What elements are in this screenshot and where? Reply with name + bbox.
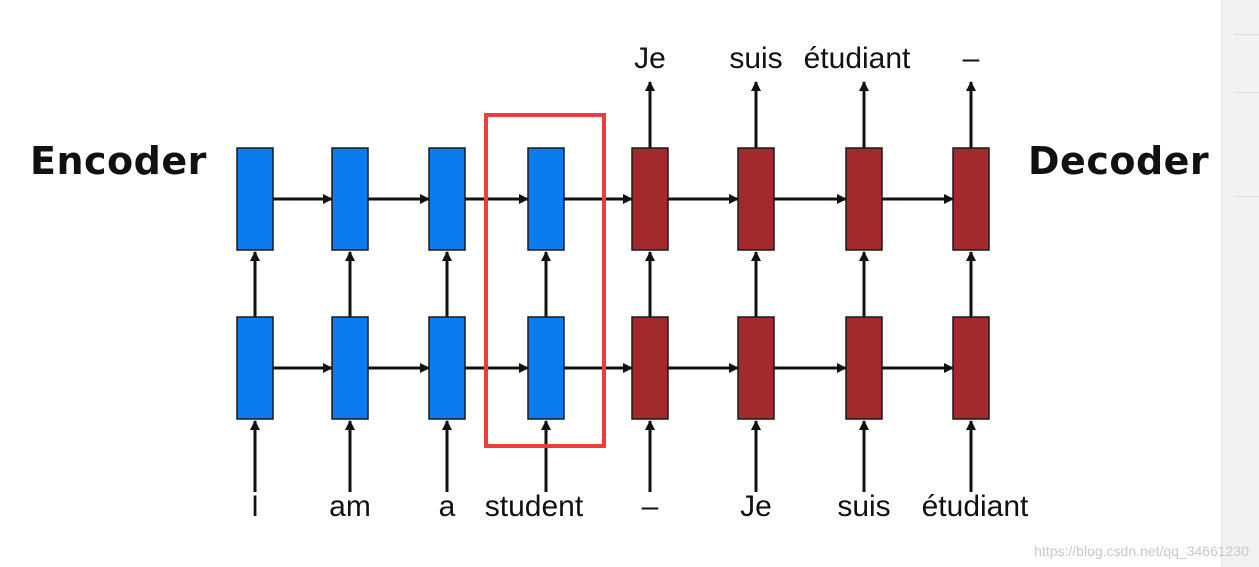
rnn-cells bbox=[236, 147, 990, 420]
encoder-cell-r1-c4 bbox=[527, 147, 565, 251]
input-word-2: a bbox=[439, 490, 456, 523]
input-word-7: étudiant bbox=[922, 490, 1029, 523]
input-word-6: suis bbox=[837, 490, 890, 523]
encoder-cell-r2-c2 bbox=[331, 316, 369, 420]
decoder-cell-r1-c6 bbox=[737, 147, 775, 251]
output-word-0: Je bbox=[634, 42, 666, 75]
output-word-2: étudiant bbox=[804, 42, 911, 75]
output-word-3: – bbox=[963, 42, 980, 75]
decoder-label: Decoder bbox=[1028, 139, 1209, 183]
connection-arrows bbox=[250, 81, 976, 492]
scrollbar-divider bbox=[1234, 34, 1259, 35]
input-word-3: student bbox=[485, 490, 584, 523]
decoder-cell-r1-c5 bbox=[631, 147, 669, 251]
seq2seq-diagram: Encoder Decoder I am a student – Je suis… bbox=[30, 42, 1209, 523]
decoder-cell-r2-c7 bbox=[845, 316, 883, 420]
decoder-cell-r2-c8 bbox=[952, 316, 990, 420]
scrollbar-divider bbox=[1234, 196, 1259, 197]
scrollbar[interactable] bbox=[1221, 0, 1259, 567]
encoder-label: Encoder bbox=[30, 139, 207, 183]
input-word-5: Je bbox=[740, 490, 772, 523]
encoder-cell-r1-c3 bbox=[428, 147, 466, 251]
encoder-cell-r1-c1 bbox=[236, 147, 274, 251]
highlight-box bbox=[484, 113, 606, 448]
decoder-cell-r2-c6 bbox=[737, 316, 775, 420]
input-word-1: am bbox=[329, 490, 371, 523]
encoder-cell-r2-c4 bbox=[527, 316, 565, 420]
input-word-4: – bbox=[642, 490, 659, 523]
scrollbar-divider bbox=[1234, 92, 1259, 93]
encoder-cell-r2-c1 bbox=[236, 316, 274, 420]
decoder-cell-r1-c7 bbox=[845, 147, 883, 251]
encoder-cell-r2-c3 bbox=[428, 316, 466, 420]
output-word-1: suis bbox=[729, 42, 782, 75]
decoder-cell-r2-c5 bbox=[631, 316, 669, 420]
watermark: https://blog.csdn.net/qq_34661230 bbox=[1034, 543, 1249, 559]
decoder-cell-r1-c8 bbox=[952, 147, 990, 251]
input-word-0: I bbox=[251, 490, 259, 523]
encoder-cell-r1-c2 bbox=[331, 147, 369, 251]
